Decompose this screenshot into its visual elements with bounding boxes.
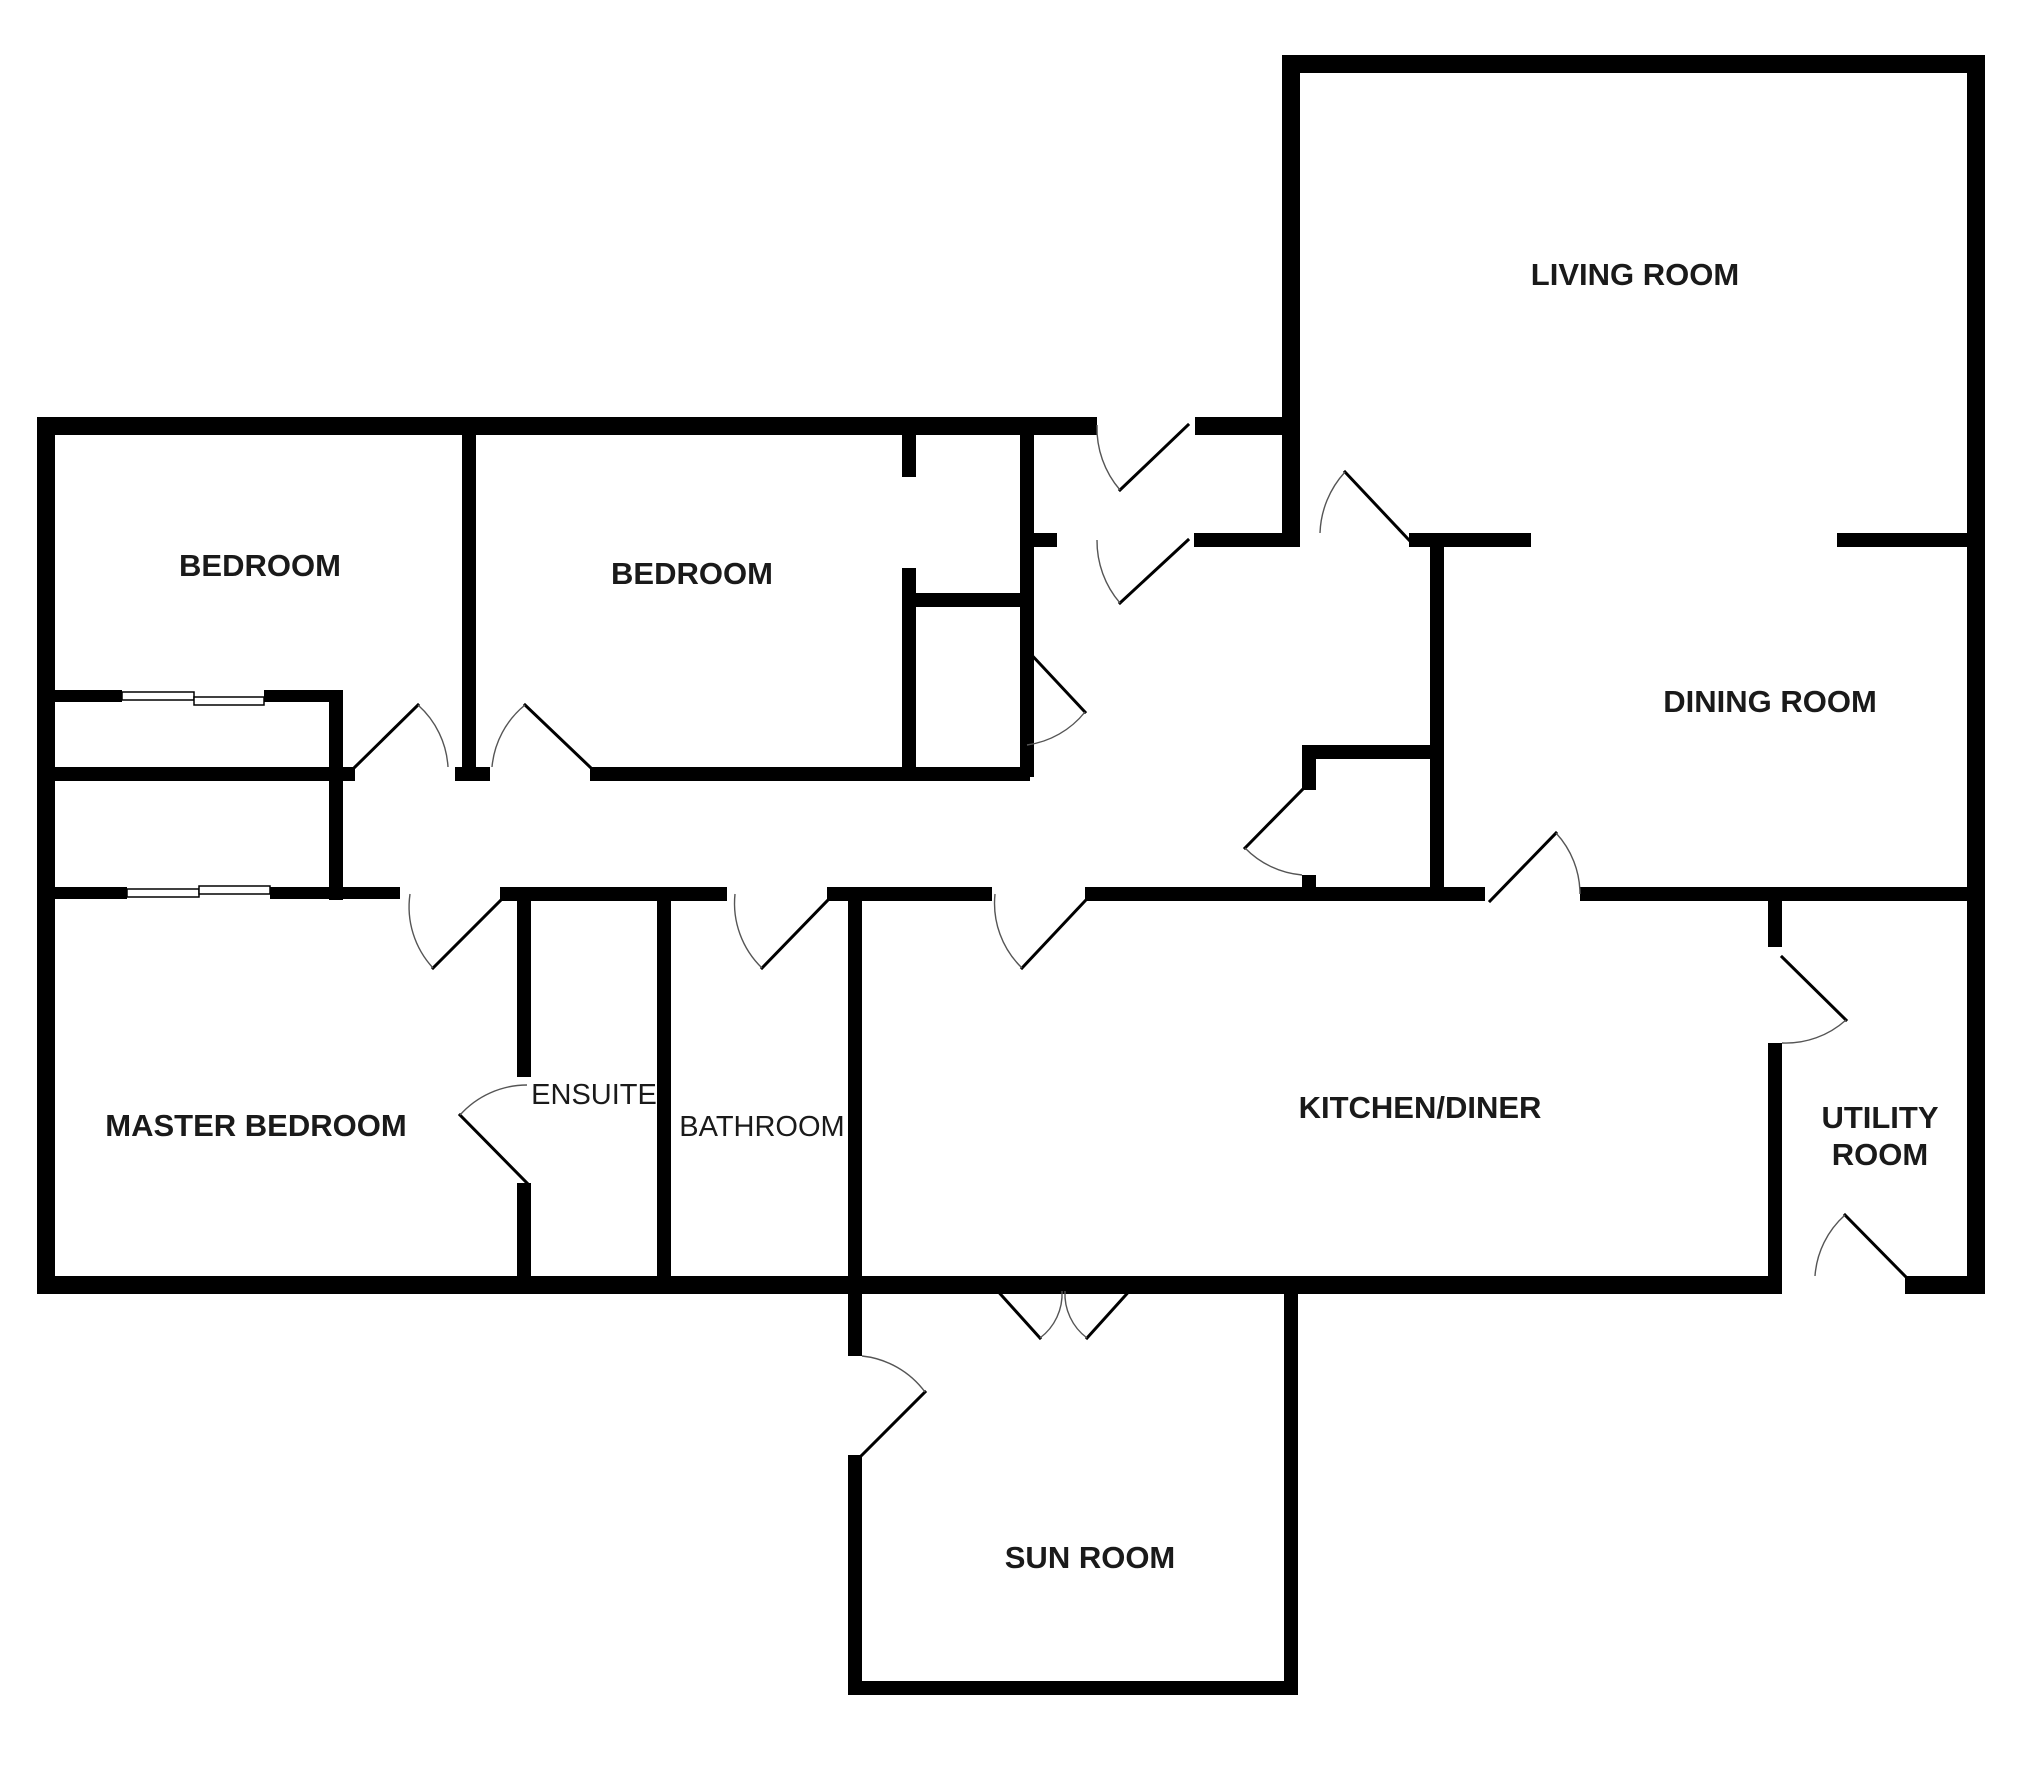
label-kitchen-diner: KITCHEN/DINER [1299, 1090, 1542, 1125]
label-ensuite: ENSUITE [531, 1079, 657, 1111]
label-sun-room: SUN ROOM [1005, 1540, 1176, 1575]
doors [352, 422, 1908, 1458]
label-living-room: LIVING ROOM [1531, 257, 1739, 292]
room-labels: LIVING ROOM DINING ROOM BEDROOM BEDROOM … [105, 257, 1939, 1575]
label-utility-room-line1: UTILITY [1821, 1100, 1938, 1135]
label-utility-room-line2: ROOM [1832, 1137, 1928, 1172]
label-dining-room: DINING ROOM [1663, 684, 1877, 719]
label-bathroom: BATHROOM [679, 1111, 844, 1143]
label-bedroom-2: BEDROOM [611, 556, 773, 591]
wardrobe-sliding-doors [121, 691, 271, 898]
label-bedroom-1: BEDROOM [179, 548, 341, 583]
walls [37, 55, 1985, 1695]
label-master-bedroom: MASTER BEDROOM [105, 1108, 406, 1143]
